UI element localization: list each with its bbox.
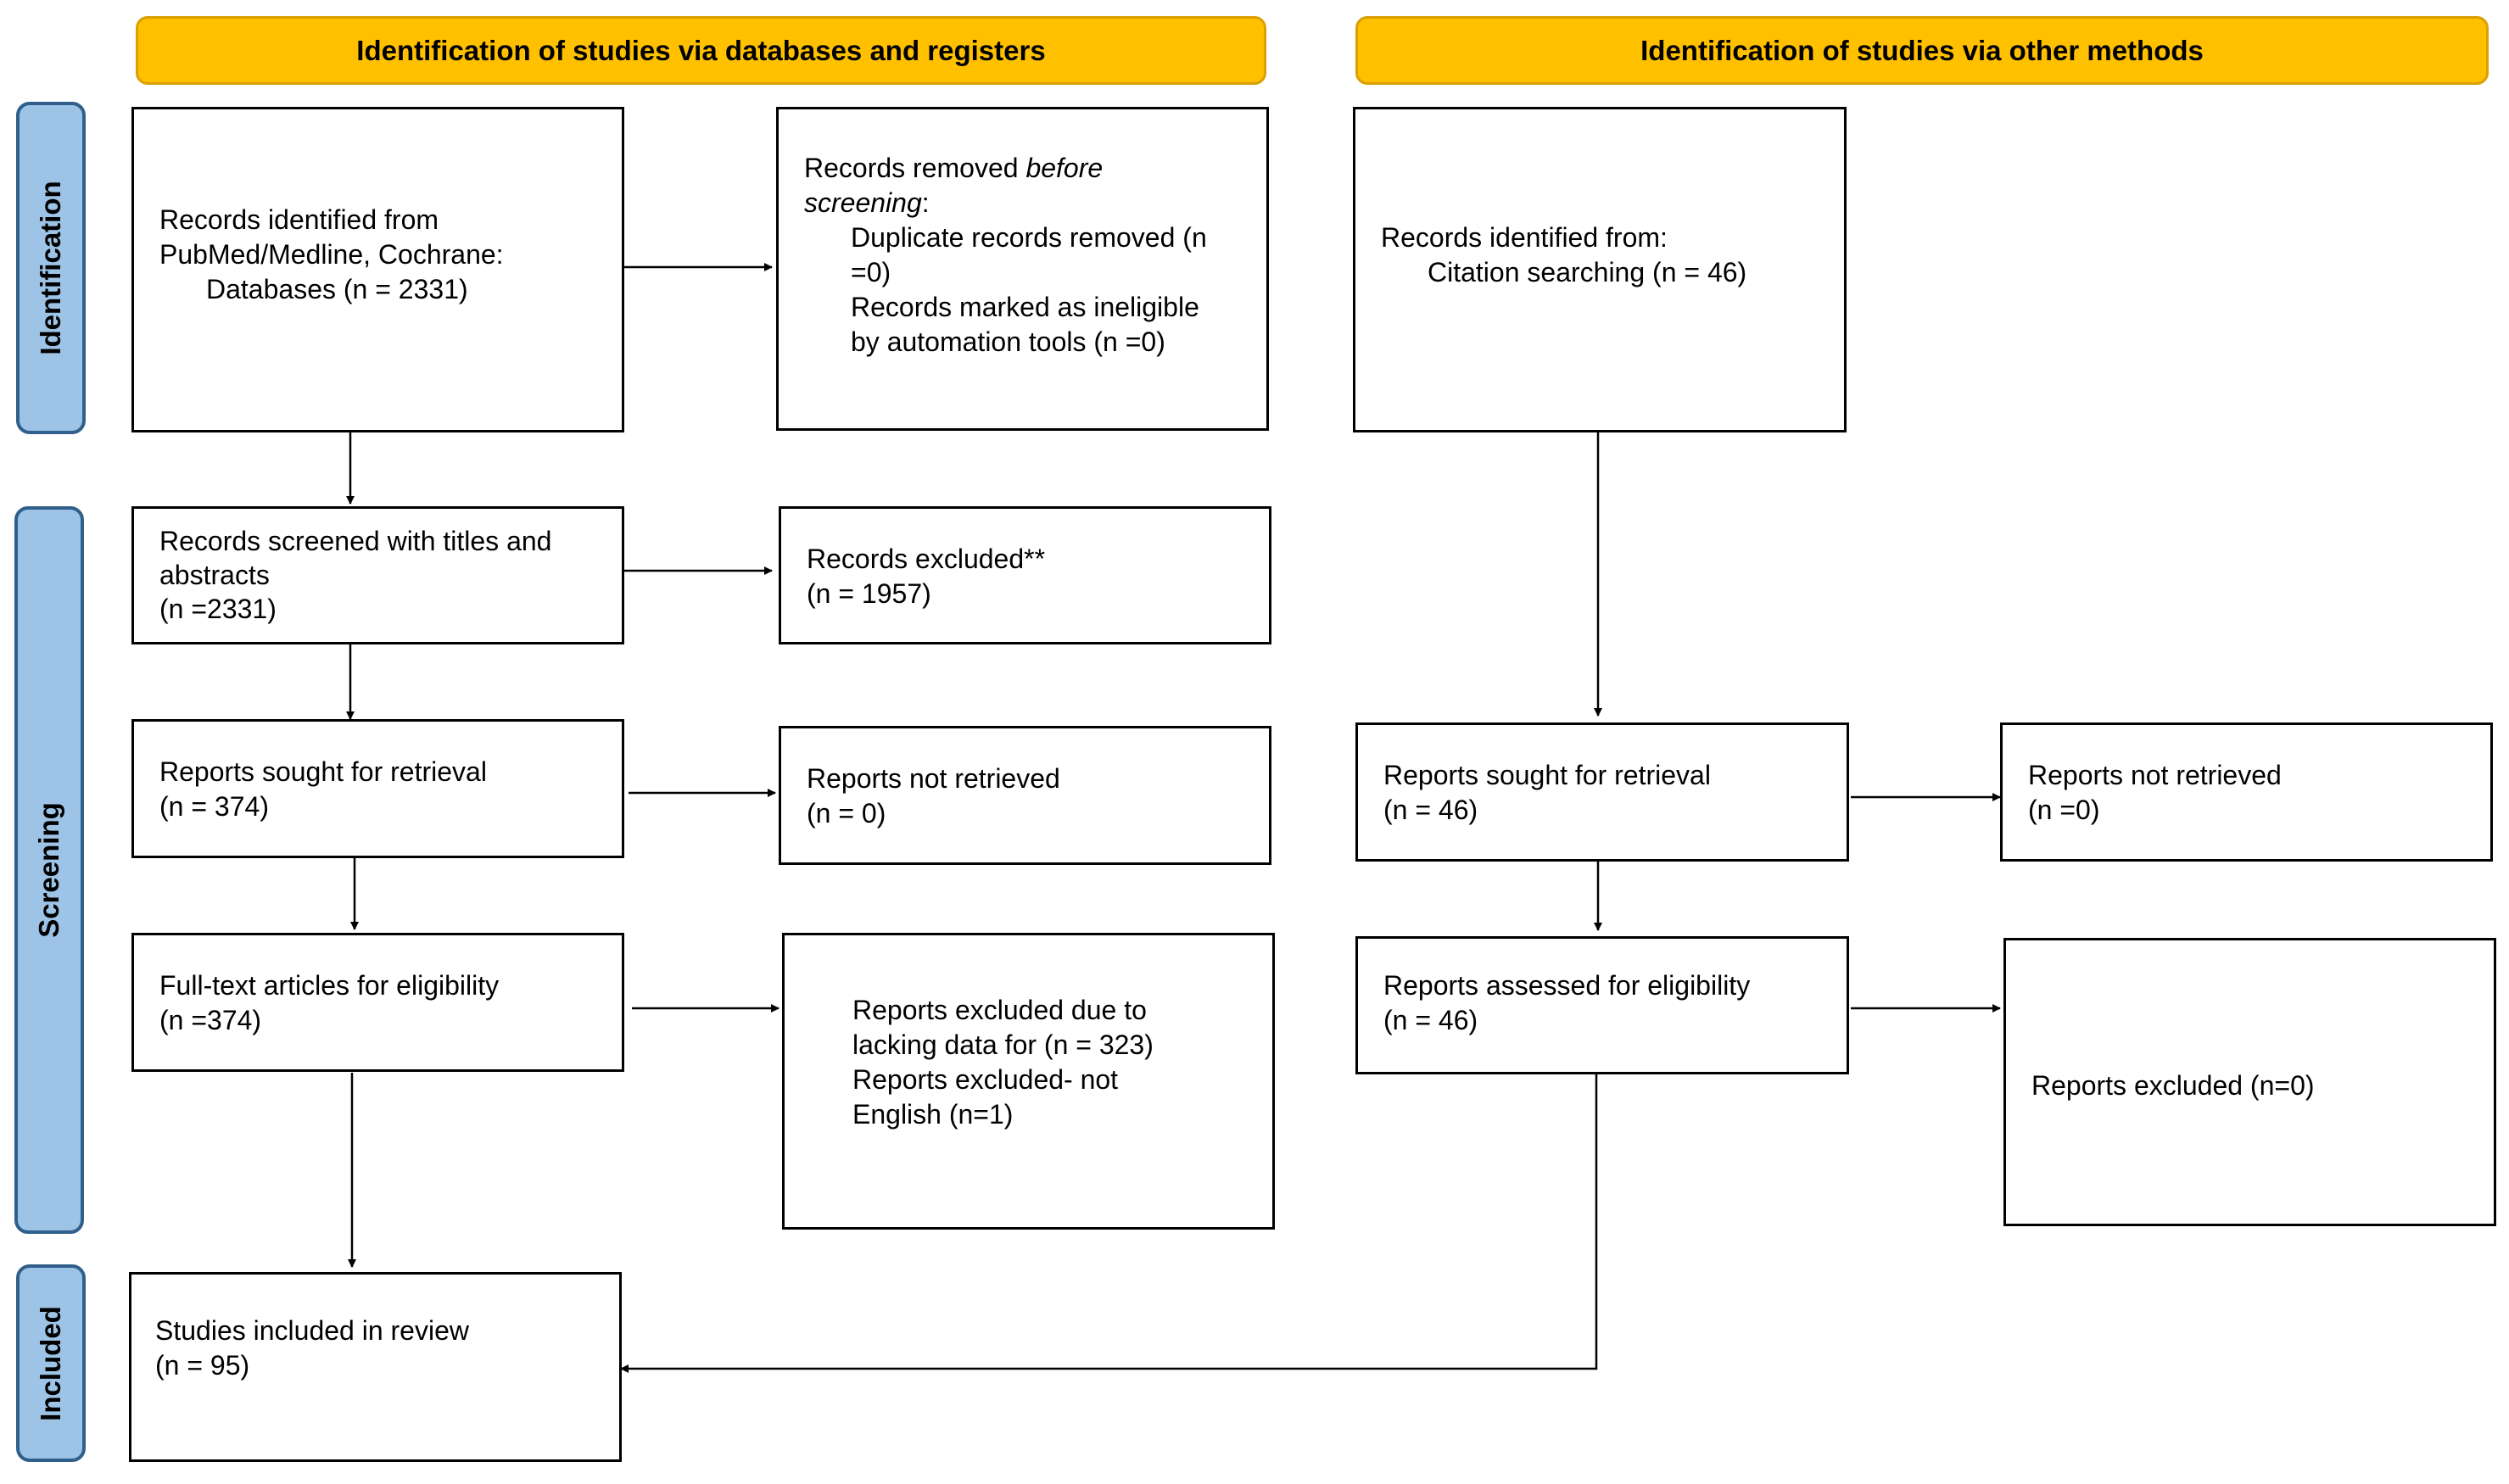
other-identified-line1: Records identified from: xyxy=(1381,222,1668,253)
reports-sought-line2: (n = 374) xyxy=(159,791,269,822)
records-identified-line1: Records identified from xyxy=(159,204,439,235)
records-excluded-line1: Records excluded** xyxy=(807,544,1046,574)
other-identified-box: Records identified from: Citation search… xyxy=(1353,107,1847,432)
studies-included-box: Studies included in review (n = 95) xyxy=(129,1272,622,1462)
other-reports-not-retrieved-box: Reports not retrieved (n =0) xyxy=(2000,722,2493,862)
records-screened-line1: Records screened with titles and xyxy=(159,526,552,556)
arrow-other-assessed-to-included xyxy=(620,1073,1598,1373)
records-identified-line3: Databases (n = 2331) xyxy=(206,274,468,304)
studies-included-line1: Studies included in review xyxy=(155,1315,469,1346)
records-removed-box: Records removed before screening: Duplic… xyxy=(776,107,1269,431)
header-other-label: Identification of studies via other meth… xyxy=(1640,34,2204,66)
fulltext-line1: Full-text articles for eligibility xyxy=(159,970,500,1001)
reports-not-retrieved-box: Reports not retrieved (n = 0) xyxy=(779,726,1271,865)
records-excluded-line2: (n = 1957) xyxy=(807,578,931,609)
records-screened-box: Records screened with titles and abstrac… xyxy=(131,506,624,644)
reports-not-retrieved-line2: (n = 0) xyxy=(807,798,886,828)
reports-excluded-line2: lacking data for (n = 323) xyxy=(852,1029,1154,1060)
reports-excluded-line4: English (n=1) xyxy=(852,1099,1014,1130)
reports-excluded-line3: Reports excluded- not xyxy=(852,1064,1119,1095)
fulltext-box: Full-text articles for eligibility (n =3… xyxy=(131,933,624,1072)
other-identified-line2: Citation searching (n = 46) xyxy=(1428,257,1747,287)
other-reports-excluded-line1: Reports excluded (n=0) xyxy=(2031,1070,2315,1101)
other-reports-sought-line2: (n = 46) xyxy=(1383,795,1478,825)
other-reports-not-retrieved-line2: (n =0) xyxy=(2028,795,2100,825)
other-assessed-box: Reports assessed for eligibility (n = 46… xyxy=(1355,936,1849,1074)
header-databases-label: Identification of studies via databases … xyxy=(356,34,1046,66)
records-removed-item2-line1: Records marked as ineligible xyxy=(851,292,1199,322)
records-removed-item2-line2: by automation tools (n =0) xyxy=(851,326,1165,357)
reports-excluded-line1: Reports excluded due to xyxy=(852,995,1147,1025)
other-reports-sought-line1: Reports sought for retrieval xyxy=(1383,760,1711,790)
records-screened-line3: (n =2331) xyxy=(159,594,277,624)
records-removed-italic2: screening xyxy=(804,187,922,218)
fulltext-line2: (n =374) xyxy=(159,1005,262,1035)
reports-sought-line1: Reports sought for retrieval xyxy=(159,756,487,787)
records-removed-suffix: : xyxy=(921,187,930,218)
records-removed-italic1: before xyxy=(1025,153,1104,183)
other-assessed-line1: Reports assessed for eligibility xyxy=(1383,970,1751,1001)
phase-screening-label: Screening xyxy=(33,802,64,938)
records-removed-item1-line1: Duplicate records removed (n xyxy=(851,222,1207,253)
phase-screening: Screening xyxy=(14,506,84,1234)
other-reports-not-retrieved-line1: Reports not retrieved xyxy=(2028,760,2282,790)
records-removed-item1-line2: =0) xyxy=(851,257,891,287)
records-removed-prefix: Records removed xyxy=(804,153,1026,183)
records-screened-line2: abstracts xyxy=(159,560,270,590)
phase-identification: Identification xyxy=(16,102,86,434)
other-assessed-line2: (n = 46) xyxy=(1383,1005,1478,1035)
reports-sought-box: Reports sought for retrieval (n = 374) xyxy=(131,719,624,858)
records-removed-heading: Records removed before xyxy=(804,151,1266,186)
records-excluded-box: Records excluded** (n = 1957) xyxy=(779,506,1271,644)
studies-included-line2: (n = 95) xyxy=(155,1350,250,1381)
other-reports-sought-box: Reports sought for retrieval (n = 46) xyxy=(1355,722,1849,862)
other-reports-excluded-box: Reports excluded (n=0) xyxy=(2003,938,2496,1226)
records-identified-box: Records identified from PubMed/Medline, … xyxy=(131,107,624,432)
reports-not-retrieved-line1: Reports not retrieved xyxy=(807,763,1060,794)
reports-excluded-box: Reports excluded due to lacking data for… xyxy=(782,933,1275,1230)
records-identified-line2: PubMed/Medline, Cochrane: xyxy=(159,239,504,270)
records-removed-heading2: screening: xyxy=(804,186,1266,220)
phase-included: Included xyxy=(16,1264,86,1462)
phase-included-label: Included xyxy=(35,1305,66,1421)
header-databases: Identification of studies via databases … xyxy=(136,16,1266,85)
header-other-methods: Identification of studies via other meth… xyxy=(1355,16,2489,85)
phase-identification-label: Identification xyxy=(35,181,66,355)
